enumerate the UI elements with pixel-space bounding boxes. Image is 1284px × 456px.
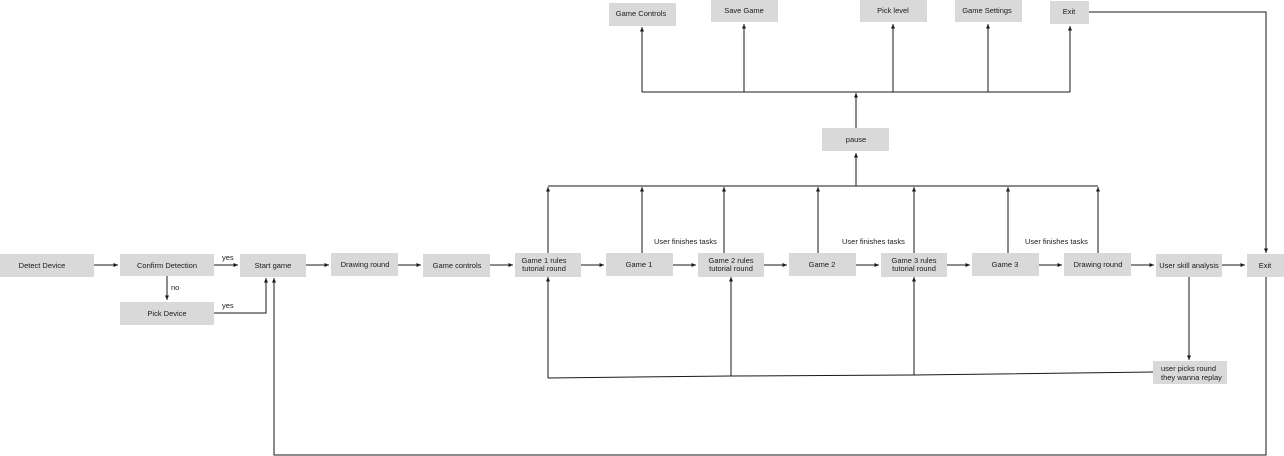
game3-rules-label-line1: Game 3 rules: [891, 256, 936, 265]
finishes-tasks-label-3: User finishes tasks: [1025, 237, 1088, 246]
menu-exit-box: [1050, 1, 1089, 24]
start-game-box: [240, 254, 306, 277]
menu-game-controls-label: Game Controls: [616, 9, 667, 18]
game1-rules-label-line2: tutorial round: [522, 264, 566, 273]
game1-rules-label-line1: Game 1 rules: [521, 256, 566, 265]
confirm-detection-label: Confirm Detection: [137, 261, 197, 270]
connectors: [94, 11, 1268, 456]
drawing-round-label: Drawing round: [341, 260, 390, 269]
game3-label: Game 3: [992, 260, 1019, 269]
pick-device-label: Pick Device: [147, 309, 186, 318]
node-labels: Detect Device Confirm Detection Pick Dev…: [19, 6, 1273, 318]
edge-menu-exit-to-exit: [1089, 11, 1268, 253]
yes-label-top: yes: [222, 253, 234, 262]
game1-rules-box: [515, 253, 581, 277]
user-skill-analysis-box: [1156, 254, 1222, 277]
exit-main-box: [1247, 254, 1284, 277]
drawing-round-box: [331, 253, 398, 276]
pause-label: pause: [846, 135, 866, 144]
drawing-round-2-label: Drawing round: [1074, 260, 1123, 269]
replay-label-line2: they wanna replay: [1161, 373, 1222, 382]
game2-rules-label-line2: tutorial round: [709, 264, 753, 273]
game-controls-box: [423, 254, 490, 277]
replay-box: [1153, 361, 1227, 384]
edge-exit-to-start: [272, 277, 1267, 456]
menu-save-game-label: Save Game: [724, 6, 764, 15]
yes-label-bottom: yes: [222, 301, 234, 310]
user-skill-analysis-label: User skill analysis: [1159, 261, 1219, 270]
game3-rules-label-line2: tutorial round: [892, 264, 936, 273]
game1-box: [606, 253, 673, 276]
detect-device-box: [0, 254, 94, 277]
replay-bus: [547, 371, 1154, 379]
finishes-tasks-label-2: User finishes tasks: [842, 237, 905, 246]
game2-rules-box: [698, 253, 764, 277]
game2-box: [789, 253, 856, 276]
edge-labels: yes no yes User finishes tasks User fini…: [171, 237, 1088, 310]
edge-pick-to-start: [214, 278, 268, 314]
game2-rules-label-line1: Game 2 rules: [708, 256, 753, 265]
game3-box: [972, 253, 1039, 276]
game1-label: Game 1: [626, 260, 653, 269]
menu-exit-label: Exit: [1063, 7, 1076, 16]
menu-game-settings-label: Game Settings: [962, 6, 1012, 15]
start-game-label: Start game: [255, 261, 292, 270]
confirm-detection-box: [120, 254, 214, 276]
pick-device-box: [120, 302, 214, 325]
exit-main-label: Exit: [1259, 261, 1272, 270]
replay-labels: user picks round they wanna replay: [1161, 364, 1222, 382]
menu-pick-level-label: Pick level: [877, 6, 909, 15]
detect-device-label: Detect Device: [19, 261, 66, 270]
pause-box: [822, 128, 889, 151]
game2-label: Game 2: [809, 260, 836, 269]
game-controls-label: Game controls: [433, 261, 482, 270]
menu-pick-level-box: [860, 0, 927, 22]
finishes-tasks-label-1: User finishes tasks: [654, 237, 717, 246]
drawing-round-2-box: [1064, 253, 1131, 276]
menu-save-game-box: [711, 0, 778, 22]
menu-game-settings-box: [955, 0, 1022, 22]
replay-label-line1: user picks round: [1161, 364, 1216, 373]
no-label: no: [171, 283, 179, 292]
nodes: [0, 0, 1284, 384]
menu-game-controls-box: [609, 3, 676, 26]
game3-rules-box: [881, 253, 947, 277]
